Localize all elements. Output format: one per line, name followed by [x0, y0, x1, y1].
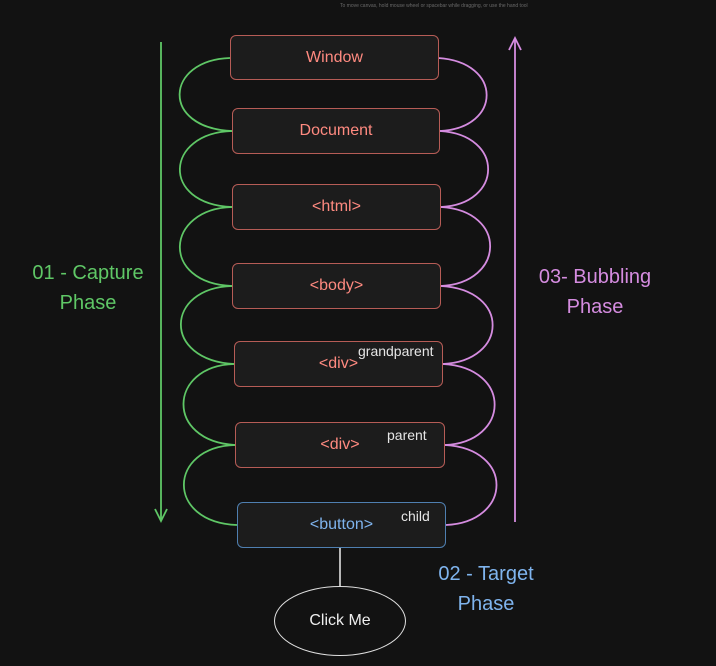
bubbling-loop	[437, 57, 488, 132]
capture-arrow	[154, 42, 168, 524]
bubbling-arrow	[508, 35, 522, 522]
bubbling-phase-line2: Phase	[566, 296, 624, 318]
capture-phase-line1: 01 - Capture	[32, 262, 144, 284]
tag-grandparent: grandparent	[358, 343, 434, 359]
node-html[interactable]: <html>	[232, 184, 441, 230]
node-window[interactable]: Window	[230, 35, 439, 80]
node-div-grandparent[interactable]: <div>	[234, 341, 443, 387]
capture-loops	[178, 57, 238, 526]
bubbling-loop	[444, 444, 498, 526]
capture-loop	[179, 206, 233, 287]
capture-phase-label: 01 - Capture Phase	[22, 258, 154, 318]
capture-loop	[179, 130, 233, 208]
node-body[interactable]: <body>	[232, 263, 441, 309]
bubbling-loop	[439, 130, 489, 208]
node-label: <div>	[318, 355, 359, 372]
node-label: <div>	[320, 436, 360, 453]
target-phase-line2: Phase	[457, 593, 515, 615]
capture-loop	[183, 444, 238, 526]
capture-loop	[180, 285, 235, 365]
capture-phase-line2: Phase	[59, 292, 117, 314]
node-label: <button>	[309, 516, 374, 533]
bubbling-loop	[440, 206, 491, 287]
capture-loop	[182, 363, 236, 446]
canvas-hint: To move canvas, hold mouse wheel or spac…	[340, 3, 528, 9]
node-document[interactable]: Document	[232, 108, 440, 154]
bubbling-phase-line1: 03- Bubbling	[538, 266, 652, 288]
node-button[interactable]: <button>	[237, 502, 446, 548]
tag-child: child	[401, 508, 430, 524]
capture-loop	[178, 57, 233, 132]
bubbling-phase-label: 03- Bubbling Phase	[526, 262, 664, 322]
node-label: <body>	[309, 277, 364, 294]
bubbling-loop	[440, 285, 494, 365]
bubble-loops	[437, 57, 498, 526]
node-div-parent[interactable]: <div>	[235, 422, 445, 468]
node-label: <html>	[312, 198, 361, 215]
target-phase-label: 02 - Target Phase	[426, 559, 546, 619]
target-phase-line1: 02 - Target	[438, 563, 534, 585]
node-label: Window	[306, 48, 363, 66]
click-me-label: Click Me	[309, 612, 371, 629]
tag-parent: parent	[387, 427, 427, 443]
bubbling-loop	[442, 363, 496, 446]
click-me-ellipse[interactable]: Click Me	[274, 586, 406, 656]
node-label: Document	[299, 122, 373, 139]
